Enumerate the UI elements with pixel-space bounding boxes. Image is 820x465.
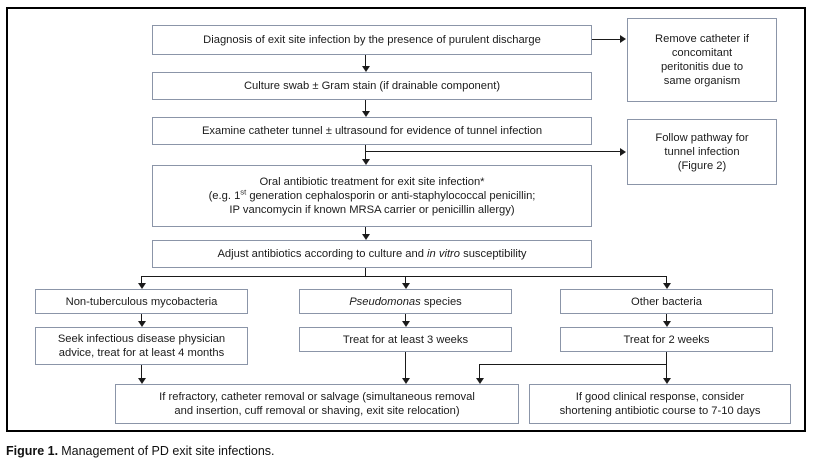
flowchart-canvas: Diagnosis of exit site infection by the … (8, 9, 804, 430)
connector-diagnosis-to-remove-catheter (592, 39, 621, 41)
arrowhead-to-oral-antibiotic (362, 159, 370, 165)
node-seek-id-physician: Seek infectious disease physician advice… (35, 327, 248, 365)
connector-pseudomonas-to-treat3 (405, 314, 407, 323)
node-good-response-line2: shortening antibiotic course to 7-10 day… (559, 405, 761, 417)
node-refractory-line1: If refractory, catheter removal or salva… (159, 391, 475, 403)
node-refractory-outcome: If refractory, catheter removal or salva… (115, 384, 519, 424)
arrowhead-to-other-bacteria (663, 283, 671, 289)
figure-caption-label: Figure 1. (6, 444, 59, 458)
node-non-tuberculous-label: Non-tuberculous mycobacteria (65, 295, 218, 308)
node-follow-pathway-line2: tunnel infection (664, 146, 740, 158)
node-follow-pathway-line1: Follow pathway for (655, 132, 749, 144)
node-oral-antibiotic-line2-b: generation cephalosporin or anti-staphyl… (246, 190, 536, 202)
node-other-bacteria-label: Other bacteria (631, 295, 702, 308)
node-adjust-antibiotics-label: Adjust antibiotics according to culture … (158, 247, 586, 261)
node-other-bacteria: Other bacteria (560, 289, 773, 314)
node-pseudomonas-post: species (420, 295, 462, 308)
node-pseudomonas-species: Pseudomonas species (299, 289, 512, 314)
figure-caption: Figure 1. Management of PD exit site inf… (6, 444, 806, 459)
arrowhead-to-adjust (362, 234, 370, 240)
node-seek-id-physician-line1: Seek infectious disease physician (57, 333, 226, 345)
node-oral-antibiotic-line3: IP vancomycin if known MRSA carrier or p… (229, 204, 515, 216)
node-pseudomonas-italic: Pseudomonas (349, 295, 421, 308)
arrowhead-treat3-to-refractory (402, 378, 410, 384)
arrowhead-to-mycobacteria (138, 283, 146, 289)
node-diagnosis: Diagnosis of exit site infection by the … (152, 25, 592, 55)
node-treat-2-weeks: Treat for 2 weeks (560, 327, 773, 352)
figure-frame: Diagnosis of exit site infection by the … (6, 7, 806, 432)
node-oral-antibiotic-line1: Oral antibiotic treatment for exit site … (259, 176, 485, 188)
arrowhead-to-pseudomonas (402, 283, 410, 289)
node-good-response-outcome: If good clinical response, consider shor… (529, 384, 791, 424)
arrowhead-treat2-to-refractory (476, 378, 484, 384)
connector-treat2-to-good-response (666, 364, 668, 381)
arrowhead-to-follow-pathway (620, 148, 626, 156)
arrowhead-to-seek-physician (138, 321, 146, 327)
connector-treat2-to-refractory (479, 364, 481, 381)
arrowhead-to-culture (362, 66, 370, 72)
node-oral-antibiotic-ordinal-sup: st (240, 187, 247, 197)
connector-oral-to-adjust (365, 227, 367, 236)
node-follow-pathway-line3: (Figure 2) (677, 160, 727, 172)
connector-treat2-split-bus (479, 364, 667, 366)
connector-other-to-treat2 (666, 314, 668, 323)
node-treat-3-weeks-label: Treat for at least 3 weeks (342, 333, 469, 346)
node-oral-antibiotic-line2: (e.g. 1st generation cephalosporin or an… (158, 187, 586, 203)
connector-seek-to-refractory (141, 365, 143, 381)
node-seek-id-physician-line2: advice, treat for at least 4 months (58, 347, 225, 359)
node-remove-catheter-line3: peritonitis due to (660, 61, 744, 73)
node-adjust-antibiotics-pre: Adjust antibiotics according to culture … (217, 248, 428, 260)
node-examine-tunnel: Examine catheter tunnel ± ultrasound for… (152, 117, 592, 145)
connector-examine-to-oral (365, 145, 367, 162)
node-examine-tunnel-label: Examine catheter tunnel ± ultrasound for… (201, 125, 543, 137)
node-pseudomonas-label: Pseudomonas species (305, 295, 506, 309)
arrowhead-to-remove-catheter (620, 35, 626, 43)
node-culture-swab-label: Culture swab ± Gram stain (if drainable … (243, 80, 501, 92)
connector-examine-to-follow-horizontal (365, 151, 620, 153)
node-adjust-antibiotics-italic: in vitro (427, 248, 460, 260)
node-good-response-line1: If good clinical response, consider (575, 391, 745, 403)
figure-caption-text: Management of PD exit site infections. (61, 444, 275, 458)
connector-treat2-drop (666, 352, 668, 365)
arrowhead-to-treat-2-weeks (663, 321, 671, 327)
connector-bus-to-mycobacteria (141, 276, 143, 285)
connector-bus-to-other-bacteria (666, 276, 668, 285)
connector-diagnosis-to-culture (365, 55, 367, 68)
connector-branch-bus (141, 276, 667, 278)
arrowhead-to-treat-3-weeks (402, 321, 410, 327)
arrowhead-to-examine (362, 111, 370, 117)
node-oral-antibiotic: Oral antibiotic treatment for exit site … (152, 165, 592, 227)
node-adjust-antibiotics: Adjust antibiotics according to culture … (152, 240, 592, 268)
connector-treat3-to-refractory (405, 352, 407, 381)
node-remove-catheter-line4: same organism (663, 75, 741, 87)
node-treat-3-weeks: Treat for at least 3 weeks (299, 327, 512, 352)
arrowhead-to-good-response (663, 378, 671, 384)
node-culture-swab: Culture swab ± Gram stain (if drainable … (152, 72, 592, 100)
node-follow-pathway: Follow pathway for tunnel infection (Fig… (627, 119, 777, 185)
node-refractory-line2: and insertion, cuff removal or shaving, … (174, 405, 460, 417)
node-oral-antibiotic-line2-a: (e.g. 1 (208, 190, 241, 202)
node-non-tuberculous-mycobacteria: Non-tuberculous mycobacteria (35, 289, 248, 314)
connector-bus-to-pseudomonas (405, 276, 407, 285)
node-diagnosis-label: Diagnosis of exit site infection by the … (203, 34, 541, 46)
node-remove-catheter-line2: concomitant (671, 47, 733, 59)
node-remove-catheter: Remove catheter if concomitant peritonit… (627, 18, 777, 102)
node-adjust-antibiotics-post: susceptibility (460, 248, 527, 260)
connector-culture-to-examine (365, 100, 367, 113)
connector-adjust-drop (365, 268, 367, 277)
node-treat-2-weeks-label: Treat for 2 weeks (623, 333, 710, 346)
arrowhead-seek-to-refractory (138, 378, 146, 384)
connector-mycobacteria-to-seek (141, 314, 143, 323)
node-remove-catheter-line1: Remove catheter if (655, 33, 749, 45)
